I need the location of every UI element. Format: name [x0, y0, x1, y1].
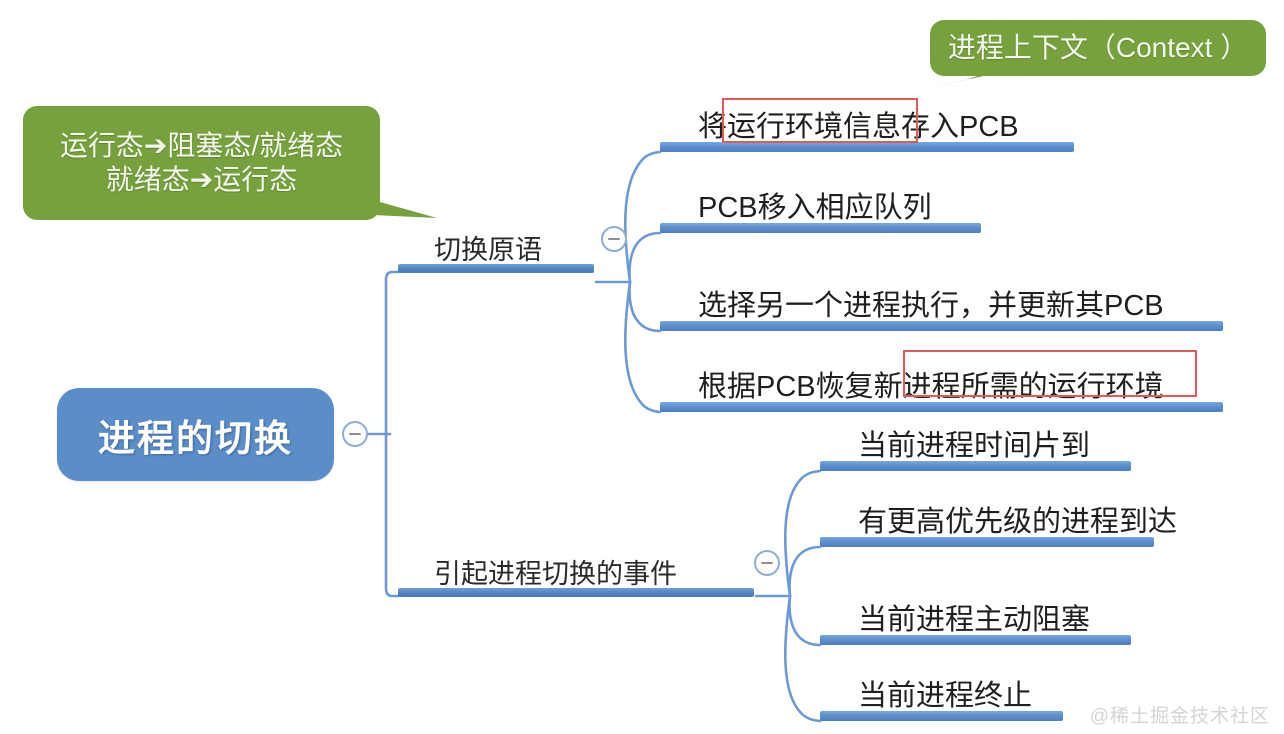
root-collapse-toggle[interactable] [342, 421, 368, 447]
leaf-node-timeslice-expired[interactable]: 当前进程时间片到 [820, 415, 1131, 471]
connector-root-spine [384, 270, 400, 598]
leaf-node-label: PCB移入相应队列 [698, 192, 932, 224]
leaf-node-label: 当前进程时间片到 [858, 430, 1091, 462]
branch1-collapse-toggle[interactable] [601, 226, 627, 252]
connector-b2-child1 [783, 469, 822, 598]
connector-b1-child4 [623, 280, 662, 414]
connector-b2-child3 [788, 594, 822, 647]
connector-b1-child3 [628, 280, 662, 333]
branch2-collapse-toggle[interactable] [754, 550, 780, 576]
leaf-underline-bar [820, 711, 1063, 721]
leaf-underline-bar [820, 537, 1154, 547]
leaf-node-label: 当前进程主动阻塞 [858, 604, 1091, 636]
callout-state-transitions: 运行态➔阻塞态/就绪态 就绪态➔运行态 [23, 106, 380, 220]
connector-b1-child1 [623, 150, 662, 284]
leaf-underline-bar [820, 635, 1131, 645]
branch-node-switch-primitive[interactable]: 切换原语 [398, 222, 594, 273]
leaf-underline-bar [660, 142, 1074, 152]
branch-node-switch-events[interactable]: 引起进程切换的事件 [398, 546, 754, 597]
branch-node-label: 引起进程切换的事件 [434, 559, 677, 589]
highlight-box-restore-env [903, 350, 1197, 397]
leaf-node-select-another-process[interactable]: 选择另一个进程执行，并更新其PCB [660, 275, 1223, 331]
leaf-underline-bar [660, 223, 981, 233]
connector-b2-child2 [788, 545, 822, 598]
branch-underline-bar [398, 588, 754, 597]
leaf-underline-bar [660, 402, 1223, 412]
leaf-node-restore-env-from-pcb[interactable]: 根据PCB恢复新进程所需的运行环境 [660, 356, 1223, 412]
callout-process-context: 进程上下文（Context ） [930, 20, 1266, 76]
branch-node-label: 切换原语 [434, 235, 542, 265]
leaf-node-save-env-to-pcb[interactable]: 将运行环境信息存入PCB [660, 96, 1074, 152]
connector-b2-child4 [783, 594, 822, 723]
leaf-node-move-pcb-to-queue[interactable]: PCB移入相应队列 [660, 177, 981, 233]
root-node[interactable]: 进程的切换 [57, 388, 334, 481]
leaf-node-label: 选择另一个进程执行，并更新其PCB [698, 290, 1164, 322]
leaf-node-label: 将运行环境信息存入PCB [698, 111, 1019, 143]
connector-b1-child2 [628, 231, 662, 284]
leaf-node-label: 根据PCB恢复新进程所需的运行环境 [698, 371, 1164, 403]
leaf-node-process-blocks[interactable]: 当前进程主动阻塞 [820, 589, 1131, 645]
leaf-node-process-terminates[interactable]: 当前进程终止 [820, 665, 1063, 721]
highlight-box-save-env [722, 98, 918, 143]
leaf-node-higher-priority-arrives[interactable]: 有更高优先级的进程到达 [820, 491, 1177, 547]
leaf-node-label: 当前进程终止 [858, 680, 1033, 712]
leaf-underline-bar [660, 321, 1223, 331]
root-node-label: 进程的切换 [98, 417, 293, 459]
branch-underline-bar [398, 264, 594, 273]
leaf-node-label: 有更高优先级的进程到达 [858, 506, 1178, 538]
watermark: @稀土掘金技术社区 [1089, 706, 1270, 727]
leaf-underline-bar [820, 461, 1131, 471]
